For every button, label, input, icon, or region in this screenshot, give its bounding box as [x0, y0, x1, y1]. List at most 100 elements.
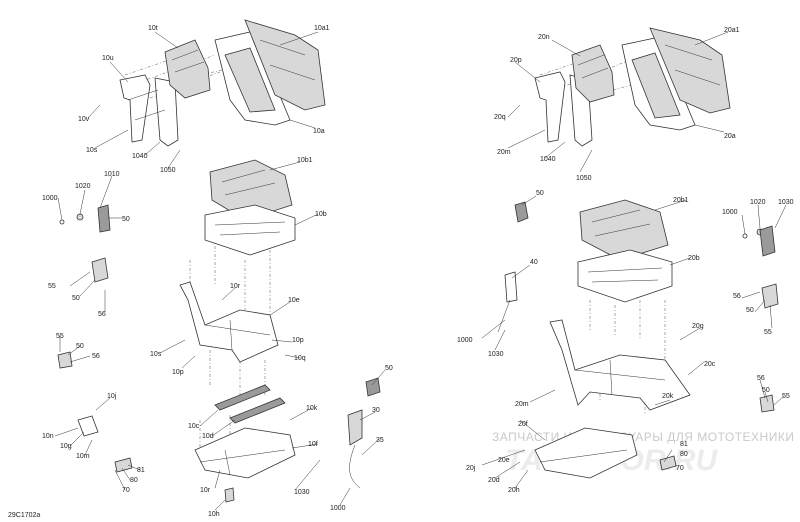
- seat-frame-10e: [179, 281, 279, 363]
- callout-20c: 20c: [704, 361, 716, 368]
- callout-10t: 10t: [148, 25, 158, 32]
- callout-20g: 20g: [692, 323, 704, 330]
- callout-10c: 10c: [188, 423, 200, 430]
- callout-10q: 10q: [294, 355, 306, 362]
- callouts-right: 20n 20a1 20p 20q 20a 20m 1040 1050 50 20…: [457, 27, 794, 494]
- callout-56-b: 56: [92, 353, 100, 360]
- callout-10r-bottom: 10r: [200, 487, 211, 494]
- callout-50-c: 50: [76, 343, 84, 350]
- callout-50-a: 50: [122, 216, 130, 223]
- callout-55-c: 55: [764, 329, 772, 336]
- callout-10p-left: 10p: [172, 369, 184, 376]
- seat-cushion-10b1: [209, 159, 293, 221]
- callout-20m-top: 20m: [497, 149, 511, 156]
- callout-55-a: 55: [48, 283, 56, 290]
- watermark-tagline: ЗАПЧАСТИ И АКСЕССУАРЫ ДЛЯ МОТОТЕХНИКИ: [492, 430, 794, 444]
- callout-1000-right: 1000: [722, 209, 738, 216]
- callout-10r-top: 10r: [230, 283, 241, 290]
- callout-20j: 20j: [466, 465, 476, 472]
- seat-cushion-20b1: [579, 199, 669, 261]
- base-frame-10f: [194, 427, 296, 479]
- callout-55-d: 55: [782, 393, 790, 400]
- callout-56-c: 56: [733, 293, 741, 300]
- callout-1000-right-2: 1000: [457, 337, 473, 344]
- callout-56-a: 56: [98, 311, 106, 318]
- callout-80-left: 80: [130, 477, 138, 484]
- callout-10f: 10f: [308, 441, 318, 448]
- callout-10b1: 10b1: [297, 157, 313, 164]
- callout-10k: 10k: [306, 405, 318, 412]
- seat-back-cushion-20a1: [649, 27, 731, 114]
- callout-20k: 20k: [662, 393, 674, 400]
- seat-back-shell-20a: [621, 37, 696, 131]
- callout-10p-right: 10p: [292, 337, 304, 344]
- callouts-left: 10t 10a1 10u 10v 10a 10s 1040 1050 10b1 …: [42, 25, 393, 518]
- base-frame-20e: [534, 427, 638, 479]
- callout-20p: 20p: [510, 57, 522, 64]
- diagram-id: 29C1702a: [8, 512, 40, 519]
- callout-20e: 20e: [498, 457, 510, 464]
- callout-10u: 10u: [102, 55, 114, 62]
- callout-80-right: 80: [680, 451, 688, 458]
- callout-10e: 10e: [288, 297, 300, 304]
- callout-20b: 20b: [688, 255, 700, 262]
- callout-20n: 20n: [538, 34, 550, 41]
- headrest-20n: [571, 44, 615, 103]
- callout-50-g: 50: [762, 387, 770, 394]
- callout-10a1: 10a1: [314, 25, 330, 32]
- callout-1030-left: 1030: [294, 489, 310, 496]
- callout-10n: 10n: [42, 433, 54, 440]
- callout-1000-left: 1000: [42, 195, 58, 202]
- callout-35: 35: [376, 437, 384, 444]
- callout-10s-top: 10s: [86, 147, 98, 154]
- callout-10h: 10h: [208, 511, 220, 518]
- callout-20h: 20h: [508, 487, 520, 494]
- headrest-10t: [164, 39, 211, 99]
- callout-70-right: 70: [676, 465, 684, 472]
- seat-base-10b: [204, 204, 296, 256]
- callout-10s-mid: 10s: [150, 351, 162, 358]
- callout-10m: 10m: [76, 453, 90, 460]
- callout-10d: 10d: [202, 433, 214, 440]
- callout-1030-right: 1030: [778, 199, 794, 206]
- callout-1010: 1010: [104, 171, 120, 178]
- callout-10b: 10b: [315, 211, 327, 218]
- callout-50-e: 50: [536, 190, 544, 197]
- callout-20d: 20d: [488, 477, 500, 484]
- callout-10g: 10g: [60, 443, 72, 450]
- callout-1020-right: 1020: [750, 199, 766, 206]
- right-seat-assembly: 20n 20a1 20p 20q 20a 20m 1040 1050 50 20…: [457, 27, 794, 494]
- slide-rails-10c: [214, 384, 286, 424]
- callout-1050-right: 1050: [576, 175, 592, 182]
- callout-40: 40: [530, 259, 538, 266]
- callout-20q: 20q: [494, 114, 506, 121]
- backrest-bracket-10u: [119, 74, 179, 147]
- callout-50-d: 50: [385, 365, 393, 372]
- left-seat-assembly: 10t 10a1 10u 10v 10a 10s 1040 1050 10b1 …: [42, 19, 393, 518]
- callout-81-left: 81: [137, 467, 145, 474]
- seat-frame-20c: [549, 319, 691, 411]
- seat-back-cushion-10a1: [244, 19, 326, 111]
- callout-10j: 10j: [107, 393, 117, 400]
- callout-81-right: 81: [680, 441, 688, 448]
- callout-1050-left: 1050: [160, 167, 176, 174]
- callout-20f: 20f: [518, 421, 528, 428]
- small-parts-left: [57, 204, 381, 503]
- seat-back-shell-10a: [214, 31, 291, 126]
- callout-1020-left: 1020: [75, 183, 91, 190]
- callout-1040-right: 1040: [540, 156, 556, 163]
- callout-20a: 20a: [724, 133, 736, 140]
- callout-1000-bottom: 1000: [330, 505, 346, 512]
- callout-1030-right-2: 1030: [488, 351, 504, 358]
- seat-base-20b: [577, 249, 673, 303]
- callout-20m-bottom: 20m: [515, 401, 529, 408]
- callout-10v: 10v: [78, 116, 90, 123]
- callout-20a1: 20a1: [724, 27, 740, 34]
- callout-30: 30: [372, 407, 380, 414]
- callout-50-b: 50: [72, 295, 80, 302]
- callout-56-d: 56: [757, 375, 765, 382]
- small-parts-right: [497, 201, 779, 471]
- callout-50-f: 50: [746, 307, 754, 314]
- callout-70-left: 70: [122, 487, 130, 494]
